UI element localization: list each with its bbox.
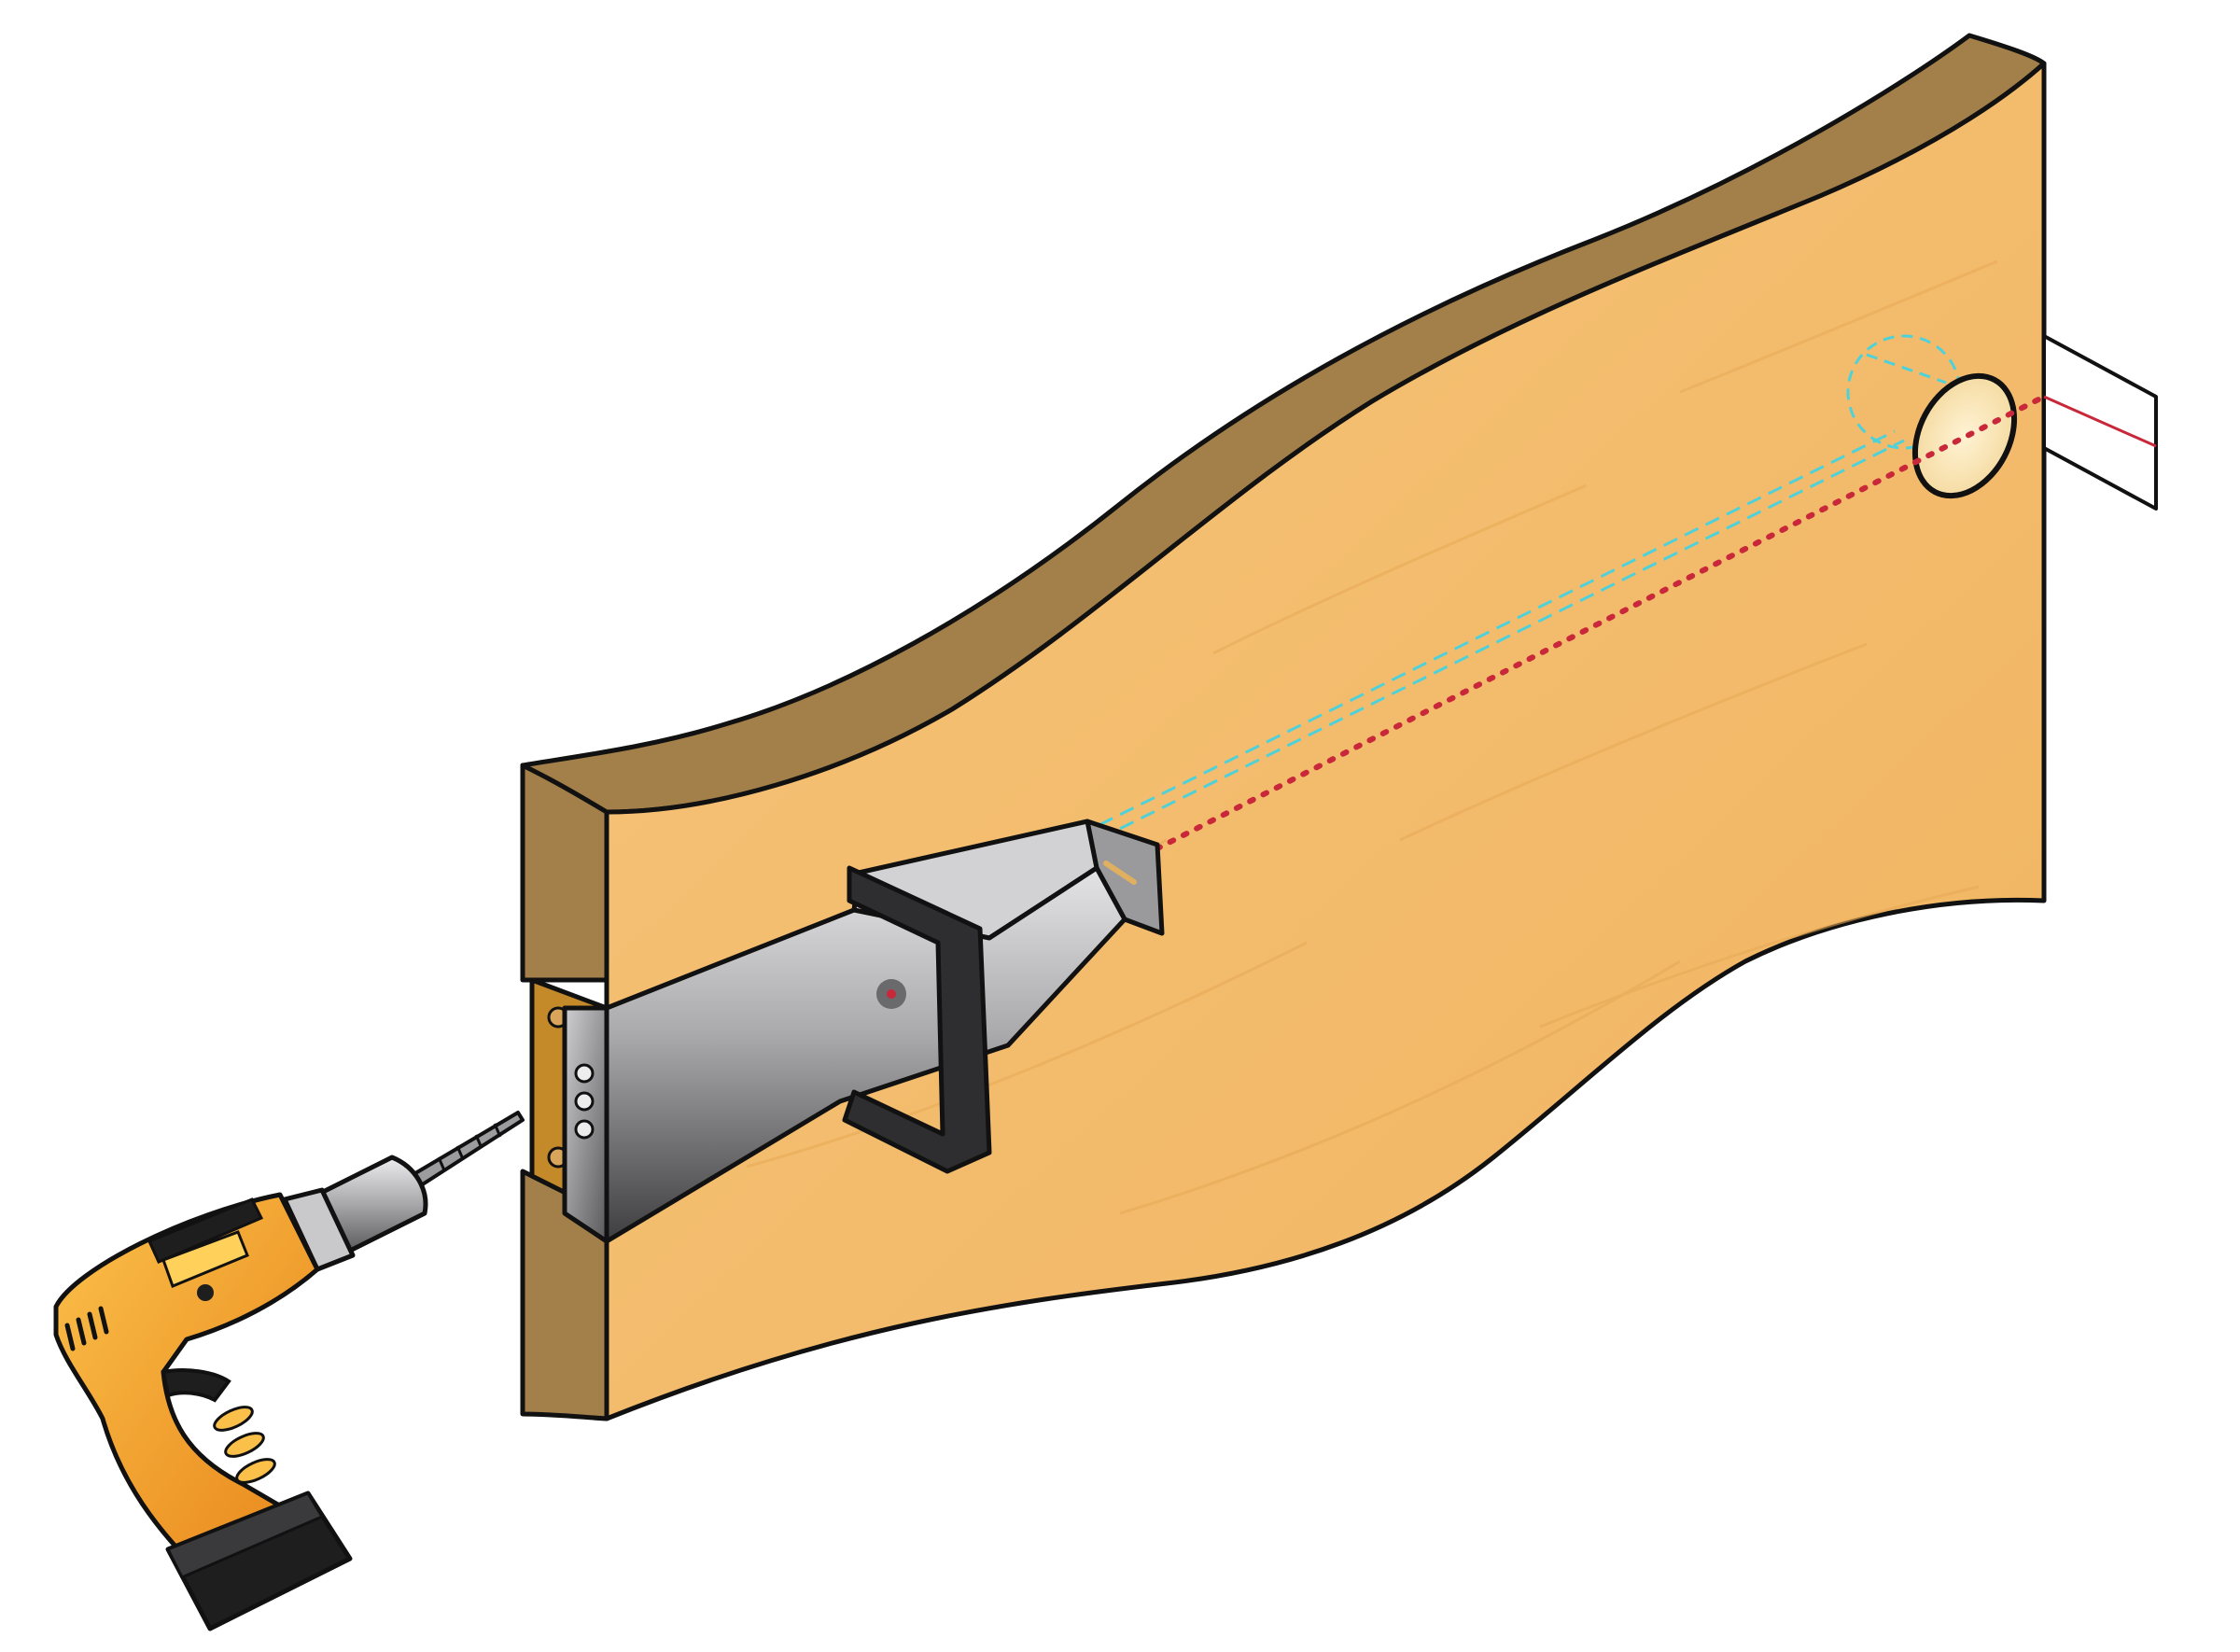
drill-chuck bbox=[315, 1155, 428, 1253]
wood-panel-icon bbox=[520, 33, 2047, 1421]
jig-handle-bracket bbox=[842, 865, 992, 1174]
laser-target-card-icon bbox=[2042, 334, 2158, 511]
drill-bit-flutes bbox=[437, 1123, 502, 1171]
drill-grip bbox=[213, 1406, 276, 1484]
drill-body bbox=[53, 1192, 320, 1571]
drill-side-panel bbox=[161, 1230, 249, 1288]
drill-vents-icon bbox=[64, 1306, 109, 1351]
guide-line-hole-top bbox=[1866, 353, 1947, 385]
laser-line bbox=[875, 394, 2047, 994]
jig-laser-dot-center bbox=[887, 989, 896, 999]
exit-hole bbox=[1911, 372, 2018, 499]
board-end-edge-lower bbox=[520, 1169, 609, 1421]
board-end-edge-upper bbox=[520, 763, 609, 983]
drill-battery-top bbox=[165, 1491, 325, 1579]
drilled-hole-icon bbox=[1846, 334, 2018, 499]
drill-guide-jig-icon bbox=[529, 819, 1165, 1244]
drill-top-stripe bbox=[147, 1197, 264, 1264]
jig-rear-slot bbox=[1103, 861, 1137, 885]
drill-bit bbox=[409, 1111, 525, 1189]
cordless-drill-icon bbox=[53, 1111, 525, 1631]
target-laser-mark bbox=[2043, 395, 2157, 448]
drill-screw bbox=[197, 1284, 214, 1301]
jig-front-screws bbox=[574, 1063, 595, 1140]
drill-trigger bbox=[161, 1368, 231, 1403]
